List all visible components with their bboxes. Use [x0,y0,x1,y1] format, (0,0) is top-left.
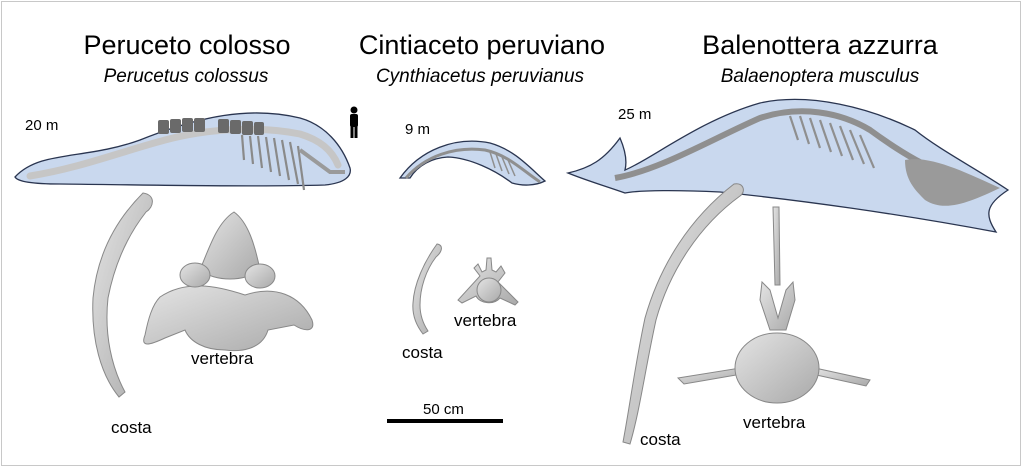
length-perucetus: 20 m [25,117,59,134]
perucetus-rib-bone [92,192,153,398]
vertebra-label-perucetus: vertebra [191,349,254,368]
cynthiacetus-rib-bone [412,243,442,335]
scale-bar [387,419,503,423]
balaenoptera-spine [614,108,966,185]
perucetus-dark-vertebrae [158,118,264,135]
balaenoptera-silhouette [565,98,1010,233]
rib-label-balaenoptera: costa [640,430,681,449]
subtitle-cynthiacetus: Cynthiacetus peruvianus [375,66,585,87]
perucetus-spine [26,125,342,180]
balaenoptera-rib-bone [622,183,744,445]
vertebra-label-balaenoptera: vertebra [743,413,806,432]
perucetus-vertebra-bone [143,211,314,352]
scale-bar-label: 50 cm [423,401,464,418]
balaenoptera-body [565,98,1010,233]
perucetus-ribs [240,134,306,191]
rib-label-perucetus: costa [111,418,152,437]
title-cynthiacetus: Cintiaceto peruviano [358,30,606,60]
length-balaenoptera: 25 m [618,106,652,123]
length-cynthiacetus: 9 m [405,121,431,138]
cynthiacetus-vertebra-bone [457,257,519,306]
cynthiacetus-silhouette [398,140,547,186]
subtitle-perucetus: Perucetus colossus [103,66,269,87]
subtitle-balaenoptera: Balaenoptera musculus [720,66,920,87]
rib-label-cynthiacetus: costa [402,343,443,362]
title-perucetus: Peruceto colosso [83,30,291,60]
balaenoptera-vertebra-bone [676,206,871,404]
human-silhouette-icon [350,106,358,138]
perucetus-silhouette [14,112,351,191]
title-balaenoptera: Balenottera azzurra [702,30,938,60]
vertebra-label-cynthiacetus: vertebra [454,311,517,330]
